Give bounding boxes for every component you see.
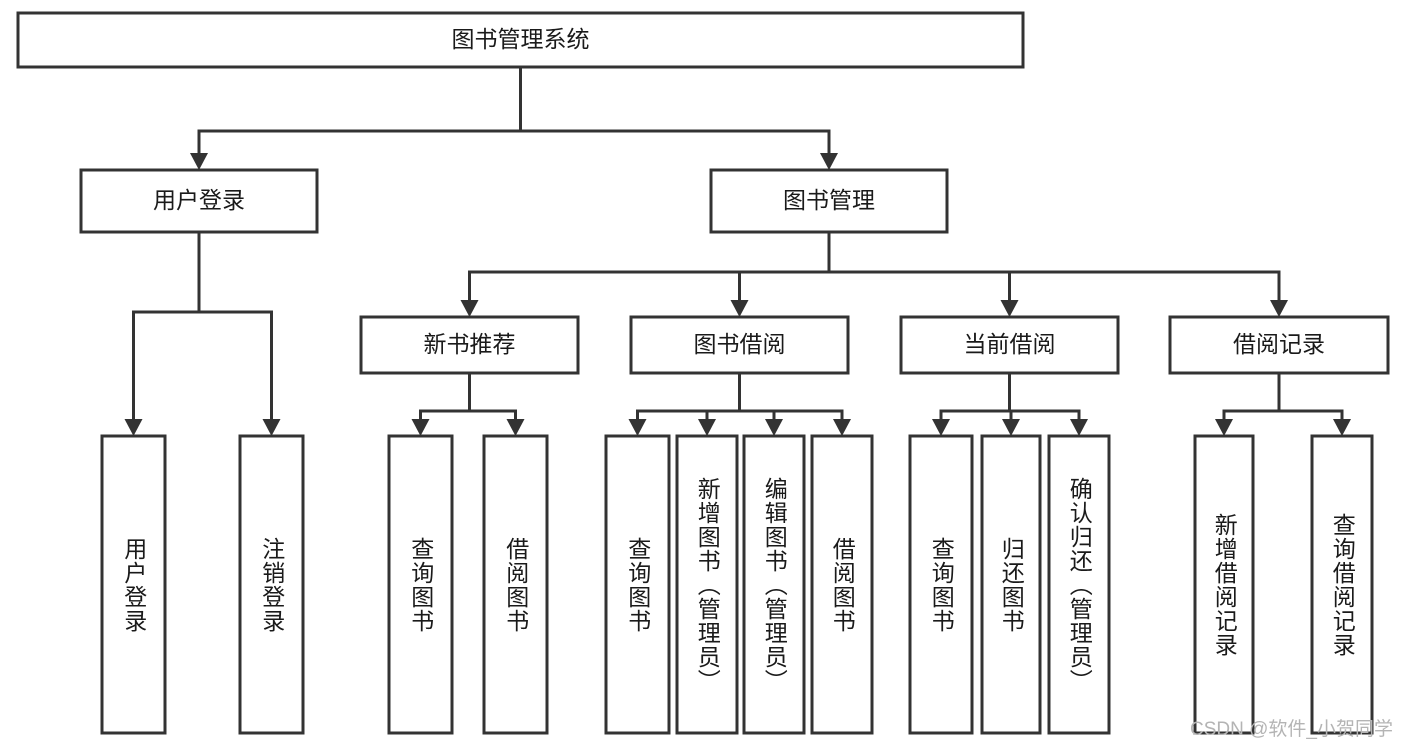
arrow-head-new-book-rec [460,300,479,317]
arrow-head-user-login [190,153,208,170]
node-box-leaf-add-book[interactable] [675,434,739,735]
node-box-leaf-query-book-rec[interactable] [387,434,454,735]
arrow-head-borrow-record [1270,300,1288,317]
node-box-leaf-edit-book[interactable] [742,434,806,735]
arrow-head-book-borrow [730,300,749,317]
node-box-book-borrow[interactable] [629,315,850,375]
node-label-book-borrow: 图书借阅 [694,331,786,357]
node-box-leaf-query-book-bor[interactable] [604,434,671,735]
arrow-head-leaf-add-book [698,419,716,436]
node-box-leaf-add-record[interactable] [1193,434,1255,735]
node-box-borrow-record[interactable] [1168,315,1390,375]
node-box-leaf-query-record[interactable] [1310,434,1374,735]
arrow-head-leaf-query-book-rec [411,419,430,436]
arrow-head-leaf-query-book-bor [628,419,647,436]
node-label-user-login: 用户登录 [153,187,245,213]
node-box-leaf-return-book[interactable] [980,434,1042,735]
node-box-leaf-logout[interactable] [238,434,305,735]
arrow-head-leaf-borrow-book-bor [833,419,851,436]
node-box-leaf-confirm-return[interactable] [1047,434,1111,735]
arrow-head-book-manage [820,153,838,170]
connectors-layer [124,65,1351,436]
arrow-head-leaf-add-record [1215,419,1233,436]
arrow-head-leaf-return-book [1002,419,1020,436]
node-box-leaf-borrow-book-bor[interactable] [810,434,874,735]
node-box-leaf-borrow-book-rec[interactable] [482,434,549,735]
node-box-user-login[interactable] [79,168,319,234]
arrow-head-leaf-borrow-book-rec [506,419,525,436]
arrow-head-leaf-user-login [124,419,143,436]
node-box-book-manage[interactable] [709,168,949,234]
node-box-current-borrow[interactable] [899,315,1120,375]
arrow-head-leaf-query-record [1333,419,1351,436]
node-label-book-manage: 图书管理 [783,187,875,213]
arrow-head-current-borrow [1000,300,1019,317]
node-label-current-borrow: 当前借阅 [964,331,1056,357]
arrow-head-leaf-edit-book [765,419,783,436]
arrow-head-leaf-logout [262,419,281,436]
arrow-head-leaf-query-book-cur [932,419,950,436]
node-box-root[interactable] [16,11,1025,69]
watermark-text: CSDN @软件_小贺同学 [1190,719,1393,740]
node-box-leaf-query-book-cur[interactable] [908,434,974,735]
node-box-leaf-user-login[interactable] [100,434,167,735]
arrow-head-leaf-confirm-return [1070,419,1088,436]
node-box-new-book-rec[interactable] [359,315,580,375]
node-label-new-book-rec: 新书推荐 [424,331,516,357]
boxes-layer [16,11,1390,735]
node-label-root: 图书管理系统 [452,26,590,52]
node-label-borrow-record: 借阅记录 [1233,331,1325,357]
